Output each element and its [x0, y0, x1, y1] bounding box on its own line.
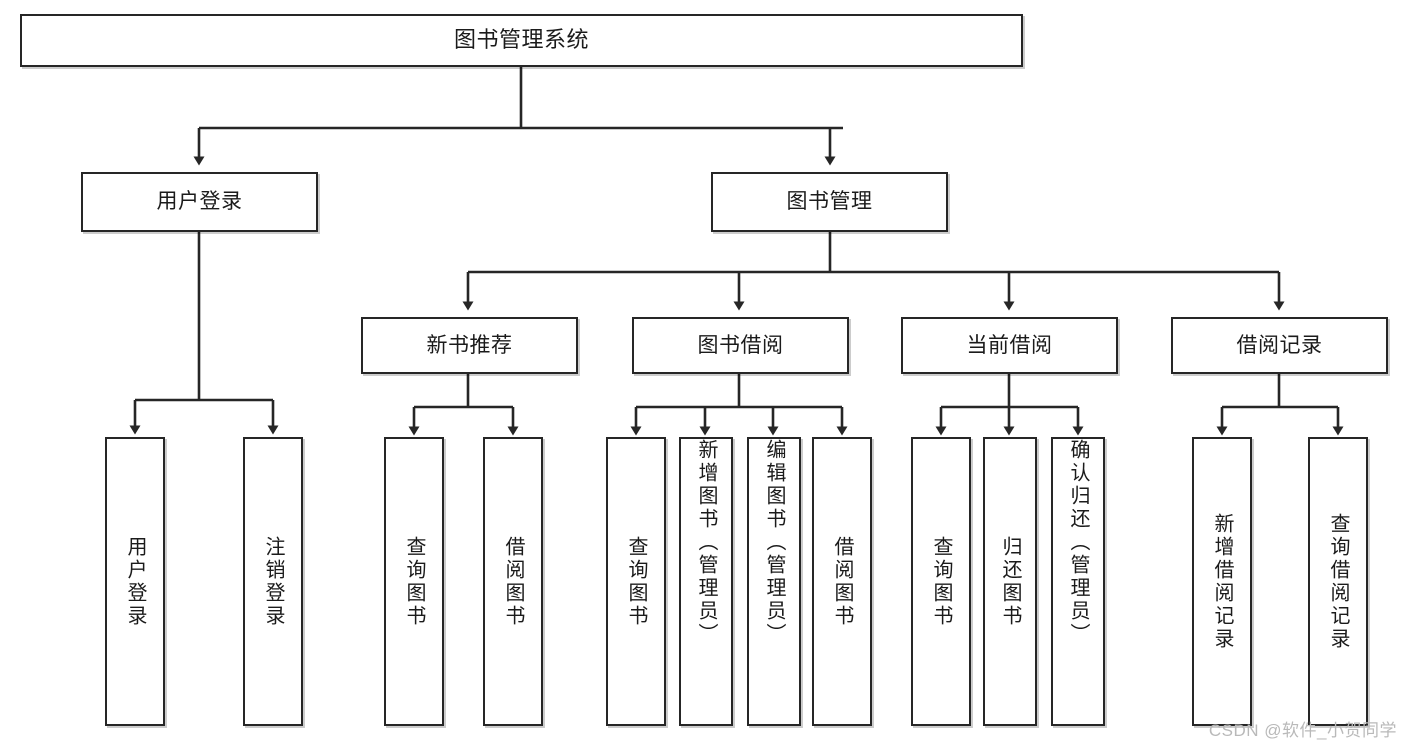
node-leaf-query-book-1-label: 查询图书 — [403, 535, 425, 628]
node-leaf-borrow-book-2[interactable]: 借阅图书 — [812, 437, 872, 726]
node-leaf-borrow-book-2-label: 借阅图书 — [831, 535, 853, 628]
node-book-borrow-label: 图书借阅 — [697, 333, 784, 357]
node-leaf-add-book-label: 新增图书（管理员） — [695, 439, 717, 646]
node-leaf-add-book[interactable]: 新增图书（管理员） — [679, 437, 733, 726]
node-book-manage-label: 图书管理 — [786, 190, 873, 214]
node-user-login[interactable]: 用户登录 — [81, 172, 318, 232]
node-leaf-edit-book[interactable]: 编辑图书（管理员） — [747, 437, 801, 726]
node-book-manage[interactable]: 图书管理 — [711, 172, 948, 232]
node-borrow-record[interactable]: 借阅记录 — [1171, 317, 1388, 374]
node-borrow-record-label: 借阅记录 — [1236, 333, 1323, 357]
node-leaf-return-book[interactable]: 归还图书 — [983, 437, 1037, 726]
node-leaf-query-book-2[interactable]: 查询图书 — [606, 437, 666, 726]
node-leaf-return-book-label: 归还图书 — [999, 535, 1021, 628]
node-leaf-confirm-return[interactable]: 确认归还（管理员） — [1051, 437, 1105, 726]
node-root[interactable]: 图书管理系统 — [20, 14, 1023, 67]
node-leaf-query-record-label: 查询借阅记录 — [1327, 512, 1349, 651]
node-current-borrow[interactable]: 当前借阅 — [901, 317, 1118, 374]
node-leaf-add-record[interactable]: 新增借阅记录 — [1192, 437, 1252, 726]
node-leaf-edit-book-label: 编辑图书（管理员） — [763, 439, 785, 646]
node-leaf-logout[interactable]: 注销登录 — [243, 437, 303, 726]
node-leaf-query-book-3[interactable]: 查询图书 — [911, 437, 971, 726]
node-leaf-borrow-book-1[interactable]: 借阅图书 — [483, 437, 543, 726]
node-leaf-user-login[interactable]: 用户登录 — [105, 437, 165, 726]
node-leaf-query-book-3-label: 查询图书 — [930, 535, 952, 628]
node-leaf-query-book-2-label: 查询图书 — [625, 535, 647, 628]
node-root-label: 图书管理系统 — [453, 27, 589, 53]
node-current-borrow-label: 当前借阅 — [966, 333, 1053, 357]
node-new-book-rec[interactable]: 新书推荐 — [361, 317, 578, 374]
watermark: CSDN @软件_小贺同学 — [1208, 721, 1397, 740]
node-leaf-add-record-label: 新增借阅记录 — [1211, 512, 1233, 651]
node-leaf-confirm-return-label: 确认归还（管理员） — [1067, 439, 1089, 646]
node-leaf-query-book-1[interactable]: 查询图书 — [384, 437, 444, 726]
node-leaf-user-login-label: 用户登录 — [124, 535, 146, 628]
node-new-book-rec-label: 新书推荐 — [426, 333, 513, 357]
node-leaf-logout-label: 注销登录 — [262, 535, 284, 628]
node-leaf-borrow-book-1-label: 借阅图书 — [502, 535, 524, 628]
node-book-borrow[interactable]: 图书借阅 — [632, 317, 849, 374]
node-user-login-label: 用户登录 — [156, 190, 243, 214]
node-leaf-query-record[interactable]: 查询借阅记录 — [1308, 437, 1368, 726]
